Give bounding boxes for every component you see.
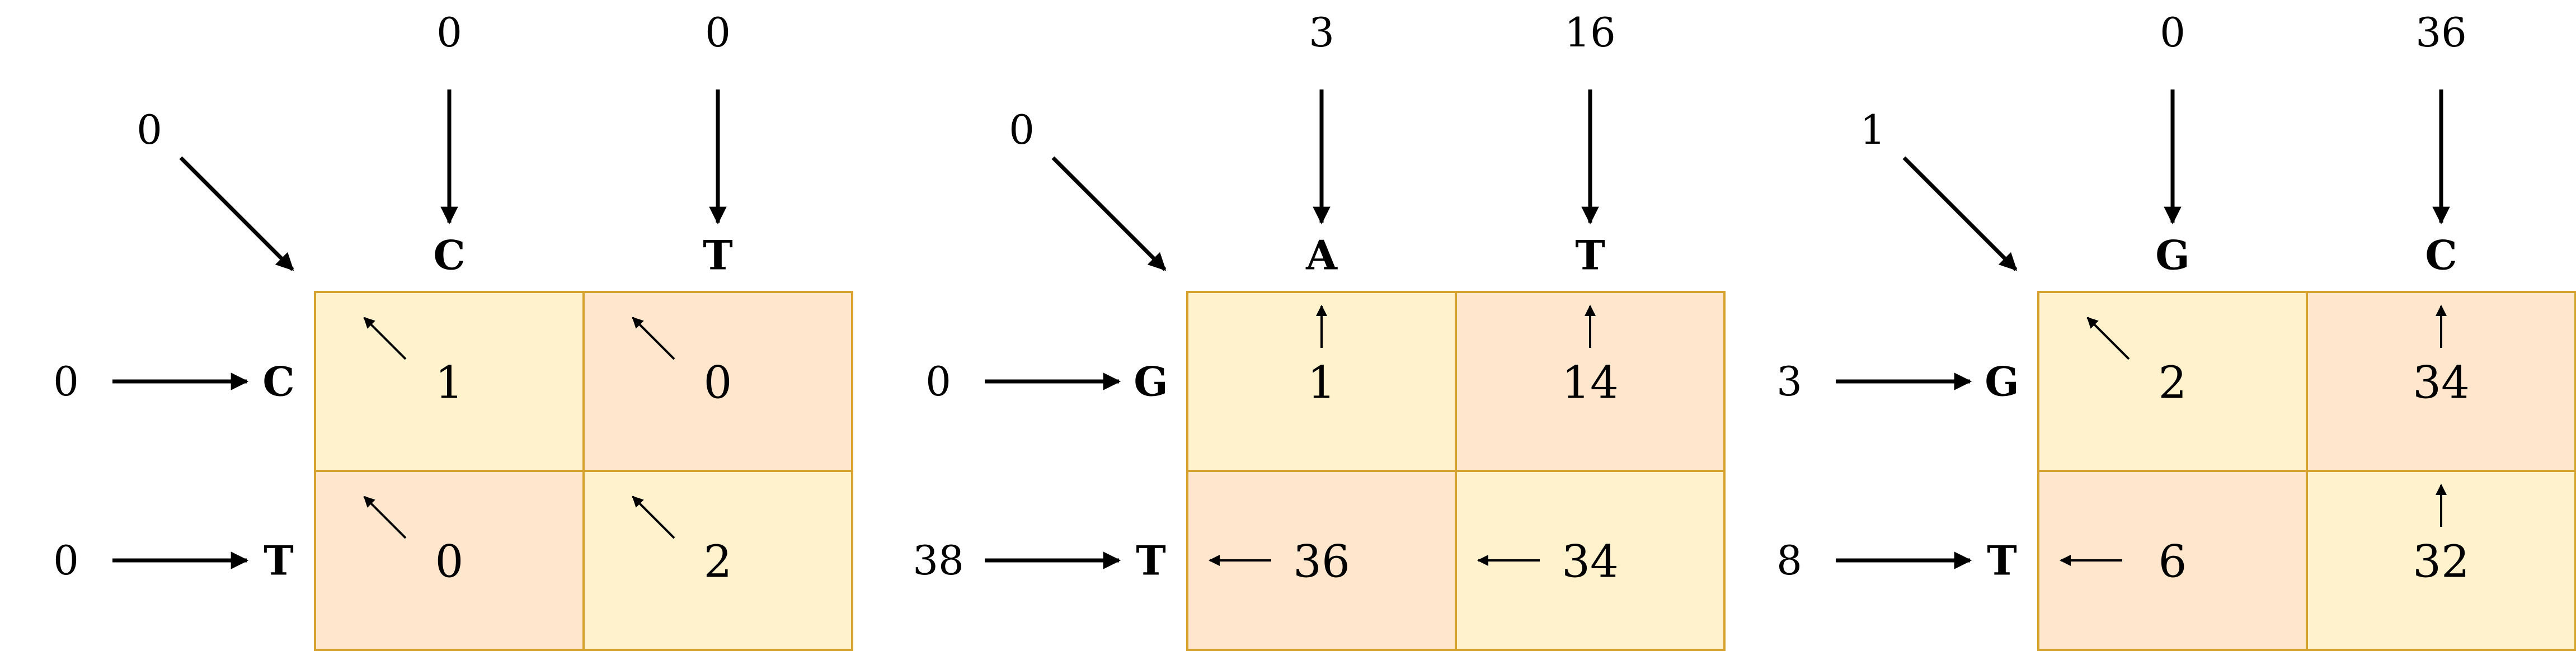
left-input-value: 38: [913, 537, 964, 584]
row-letter: T: [1987, 537, 2017, 584]
column-letter: G: [2155, 232, 2190, 279]
corner-input-value: 0: [137, 106, 162, 153]
cell-value: 36: [1293, 536, 1350, 588]
row-letter: T: [264, 537, 294, 584]
corner-input-arrow: [179, 156, 294, 271]
dp-cell: [314, 291, 585, 472]
cell-value: 1: [1308, 357, 1336, 409]
column-letter: T: [703, 232, 733, 279]
top-input-value: 36: [2415, 9, 2467, 56]
dp-panel-3: 2 34 6 32 0G 36C 3 G 8 T 1: [1776, 9, 2576, 651]
column-letter: T: [1575, 232, 1605, 279]
column-letter: A: [1305, 232, 1338, 279]
left-input-value: 0: [925, 358, 951, 405]
top-input-value: 0: [436, 9, 462, 56]
cell-value: 6: [2159, 536, 2187, 588]
cell-value: 2: [2159, 357, 2187, 409]
dp-cell: [314, 470, 585, 651]
top-input-value: 16: [1564, 9, 1616, 56]
left-input-value: 3: [1776, 358, 1802, 405]
cell-value: 0: [435, 536, 464, 588]
dp-cell: [582, 291, 853, 472]
left-input-value: 0: [53, 537, 79, 584]
traceback-diagonal-arrow: [2086, 317, 2130, 360]
row-letter: G: [1134, 358, 1168, 405]
cell-value: 2: [704, 536, 732, 588]
corner-input-value: 1: [1860, 106, 1886, 153]
traceback-diagonal-arrow: [363, 317, 407, 360]
dp-cell: [582, 470, 853, 651]
column-letter: C: [2425, 232, 2457, 279]
left-input-value: 8: [1776, 537, 1802, 584]
cell-value: 34: [1562, 536, 1619, 588]
row-letter: G: [1985, 358, 2019, 405]
cell-value: 34: [2413, 357, 2470, 409]
top-input-value: 0: [2160, 9, 2185, 56]
corner-input-arrow: [1051, 156, 1167, 271]
corner-input-arrow: [1902, 156, 2018, 271]
left-input-value: 0: [53, 358, 79, 405]
column-letter: C: [433, 232, 465, 279]
dp-cell: [2037, 291, 2308, 472]
row-letter: C: [262, 358, 294, 405]
traceback-diagonal-arrow: [632, 317, 675, 360]
cell-value: 1: [435, 357, 464, 409]
traceback-diagonal-arrow: [632, 496, 675, 539]
top-input-value: 3: [1309, 9, 1334, 56]
cell-value: 0: [704, 357, 732, 409]
cell-value: 32: [2413, 536, 2470, 588]
corner-input-value: 0: [1009, 106, 1035, 153]
traceback-diagonal-arrow: [363, 496, 407, 539]
cell-value: 14: [1562, 357, 1619, 409]
top-input-value: 0: [705, 9, 731, 56]
row-letter: T: [1136, 537, 1166, 584]
